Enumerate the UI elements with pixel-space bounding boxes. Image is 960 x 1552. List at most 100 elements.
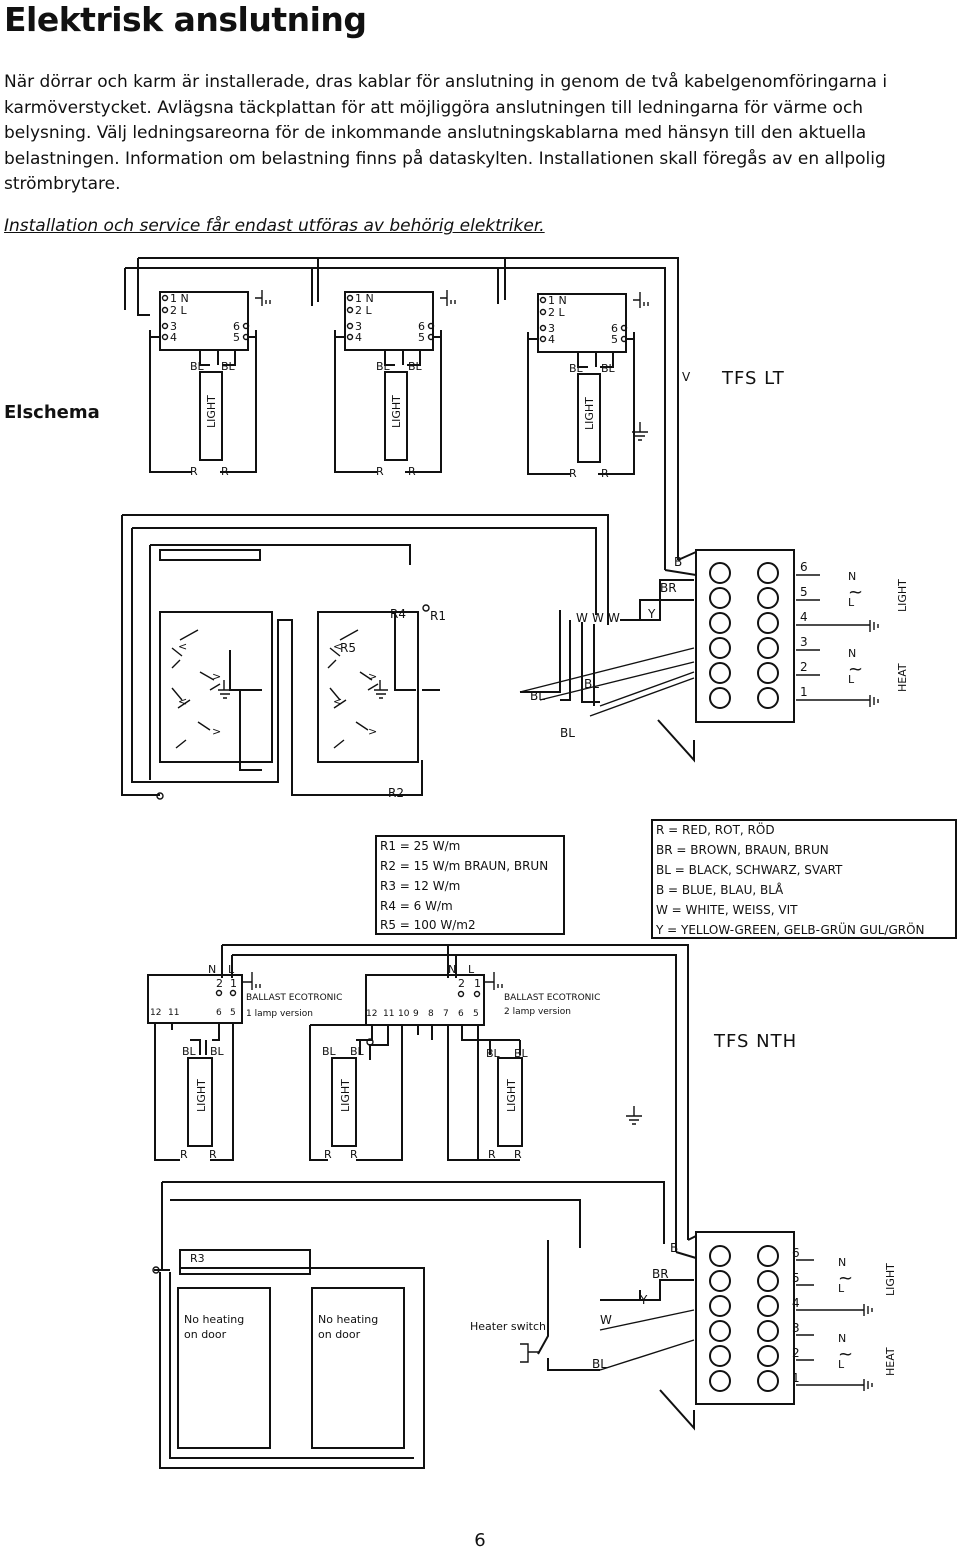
terminal-label: 5 [418, 331, 425, 344]
wire-label-w: W [592, 611, 604, 625]
ac-symbol: ~ [838, 1268, 854, 1289]
supply-label-n: N [838, 1256, 846, 1269]
no-heating-label: on door [318, 1328, 361, 1341]
terminal-label: 6 [611, 322, 618, 335]
wire-label-bl: BL [182, 1045, 197, 1058]
supply-light-label: LIGHT [896, 579, 909, 612]
element-label-r5: R5 [340, 641, 356, 655]
heater-glyph: < [333, 640, 342, 653]
terminal-label: 5 [230, 1008, 236, 1018]
element-label-r3: R3 [190, 1252, 205, 1265]
supply-heat-label: HEAT [884, 1347, 897, 1376]
terminal-label: 3 [355, 320, 362, 333]
terminal-number: 1 [792, 1371, 800, 1385]
heater-glyph: > [212, 670, 221, 683]
wire-label-r: R [209, 1148, 217, 1161]
color-legend: R = RED, ROT, RÖD BR = BROWN, BRAUN, BRU… [651, 819, 957, 939]
terminal-label: 5 [611, 333, 618, 346]
wire-label-bl: BL [560, 726, 575, 740]
terminal-label: L [468, 963, 475, 976]
terminal-block-nth: 6 5 4 3 2 1 N L ~ N L ~ LIGHT HEAT [675, 1231, 897, 1405]
lamp-label: LIGHT [390, 395, 403, 428]
supply-label-l: L [848, 673, 855, 686]
lamp-label: LIGHT [505, 1079, 518, 1112]
terminal-label: 5 [233, 331, 240, 344]
wire-label-y: Y [647, 607, 656, 621]
lamp-label: LIGHT [205, 395, 218, 428]
wire-label-r: R [221, 465, 229, 478]
terminal-label: 6 [418, 320, 425, 333]
wire-label-r: R [601, 467, 609, 480]
ballast-unit-2: 1 N 2 L 3 4 6 5 LIGHT BL BL R R [334, 290, 456, 478]
heater-glyph: < [178, 640, 187, 653]
terminal-label: 12 [366, 1009, 377, 1019]
wire-label-br: BR [660, 581, 677, 595]
terminal-number: 3 [792, 1321, 800, 1335]
terminal-label: 8 [428, 1009, 434, 1019]
wire-label-r: R [488, 1148, 496, 1161]
terminal-number: 4 [800, 610, 808, 624]
heater-glyph: < [178, 695, 187, 708]
section-label: Elschema [4, 402, 100, 423]
wire-label-bl: BL [486, 1047, 501, 1060]
terminal-number: 5 [800, 585, 808, 599]
legend-row: B = BLUE, BLAU, BLÅ [656, 882, 784, 897]
terminal-label: 6 [458, 1009, 464, 1019]
legend-row: R4 = 6 W/m [380, 899, 453, 913]
supply-heat-label: HEAT [896, 663, 909, 692]
ballast-unit-3: 1 N 2 L 3 4 6 5 LIGHT BL BL R R [527, 292, 649, 480]
legend-row: BL = BLACK, SCHWARZ, SVART [656, 863, 843, 877]
lamp-label: LIGHT [195, 1079, 208, 1112]
heater-glyph: > [212, 725, 221, 738]
terminal-label: 1 [474, 977, 481, 990]
heater-glyph: > [368, 725, 377, 738]
wire-label-v: V [682, 370, 691, 384]
wire-label-bl: BL [530, 689, 545, 703]
wire-label-w: W [576, 611, 588, 625]
ballast-subtitle: 2 lamp version [504, 1007, 571, 1017]
terminal-label: 1 N [355, 292, 374, 305]
wire-label-bl: BL [408, 360, 423, 373]
wire-label-bl: BL [221, 360, 236, 373]
terminal-label: 9 [413, 1009, 419, 1019]
element-label-r1: R1 [430, 609, 446, 623]
terminal-label: 6 [216, 1008, 222, 1018]
supply-label-n: N [838, 1332, 846, 1345]
terminal-label: 11 [168, 1008, 179, 1018]
heater-switch [520, 1240, 600, 1371]
wire-label-y: Y [639, 1293, 648, 1307]
wire-label-r: R [180, 1148, 188, 1161]
legend-row: R3 = 12 W/m [380, 879, 460, 893]
legend-row: R = RED, ROT, RÖD [656, 821, 775, 837]
model-name: TFS LT [721, 368, 785, 389]
wire-label-bl: BL [376, 360, 391, 373]
ac-symbol: ~ [838, 1344, 854, 1365]
wire-label-r: R [408, 465, 416, 478]
terminal-label: N [208, 963, 216, 976]
heater-switch-label: Heater switch [470, 1320, 546, 1333]
wire-label-r: R [324, 1148, 332, 1161]
wire-label-w: W [608, 611, 620, 625]
ac-symbol: ~ [848, 659, 864, 680]
ballast-title: BALLAST ECOTRONIC [504, 993, 600, 1003]
wire-label-b: B [670, 1241, 678, 1255]
page-title: Elektrisk anslutning [4, 0, 367, 39]
wire-label-r: R [350, 1148, 358, 1161]
diagram-tfs-nth: N L 2 1 BALLAST ECOTRONIC 1 lamp version… [147, 944, 897, 1469]
terminal-label: 10 [398, 1009, 410, 1019]
wire-label-bl: BL [190, 360, 205, 373]
terminal-label: 7 [443, 1009, 449, 1019]
terminal-label: 12 [150, 1008, 161, 1018]
terminal-number: 5 [792, 1271, 800, 1285]
terminal-label: 3 [170, 320, 177, 333]
no-heating-label: No heating [184, 1313, 244, 1326]
legend-row: R2 = 15 W/m BRAUN, BRUN [380, 859, 548, 873]
terminal-label: 4 [548, 333, 555, 346]
supply-label-l: L [848, 596, 855, 609]
terminal-number: 6 [800, 560, 808, 574]
wire-label-br: BR [652, 1267, 669, 1281]
ballast-1-lamp: N L 2 1 BALLAST ECOTRONIC 1 lamp version… [147, 963, 342, 1161]
resistor-legend: R1 = 25 W/m R2 = 15 W/m BRAUN, BRUN R3 =… [375, 835, 565, 935]
wire-label-r: R [514, 1148, 522, 1161]
terminal-number: 2 [792, 1346, 800, 1360]
